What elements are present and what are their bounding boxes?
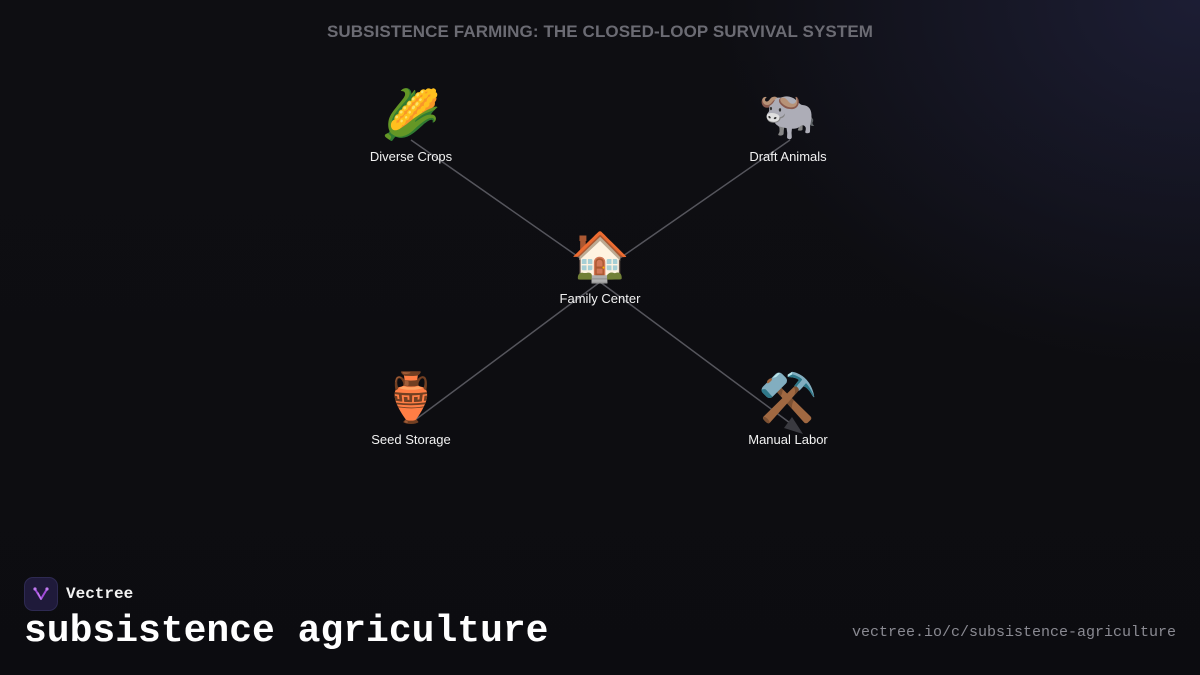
diagram-title: SUBSISTENCE FARMING: THE CLOSED-LOOP SUR… bbox=[326, 22, 874, 41]
node-label: Draft Animals bbox=[749, 149, 827, 164]
water-buffalo-icon: 🐃 bbox=[758, 87, 818, 143]
edge-animals-family bbox=[599, 139, 791, 273]
amphora-icon: 🏺 bbox=[381, 370, 441, 426]
node-label: Diverse Crops bbox=[369, 149, 453, 164]
node-draft-animals: 🐃 Draft Animals bbox=[708, 87, 868, 164]
node-manual-labor: ⚒️ Manual Labor bbox=[708, 370, 868, 447]
node-seed-storage: 🏺 Seed Storage bbox=[331, 370, 491, 447]
arrowhead-labor bbox=[784, 417, 803, 434]
brand[interactable]: Vectree bbox=[24, 577, 133, 611]
edge-crops-family bbox=[410, 139, 601, 273]
edge-family-labor bbox=[599, 281, 791, 424]
vectree-logo-icon bbox=[24, 577, 58, 611]
node-label: Family Center bbox=[559, 291, 641, 306]
node-label: Manual Labor bbox=[748, 432, 828, 447]
source-url[interactable]: vectree.io/c/subsistence-agriculture bbox=[851, 624, 1176, 641]
topic-title: subsistence agriculture bbox=[24, 610, 549, 653]
hammer-pick-icon: ⚒️ bbox=[758, 370, 818, 426]
node-diverse-crops: 🌽 Diverse Crops bbox=[331, 87, 491, 164]
brand-name: Vectree bbox=[66, 585, 134, 603]
node-family-center: 🏠 Family Center bbox=[520, 229, 680, 306]
node-label: Seed Storage bbox=[371, 432, 451, 447]
edge-seeds-family bbox=[410, 281, 601, 424]
house-icon: 🏠 bbox=[570, 229, 630, 285]
corn-icon: 🌽 bbox=[381, 87, 441, 143]
